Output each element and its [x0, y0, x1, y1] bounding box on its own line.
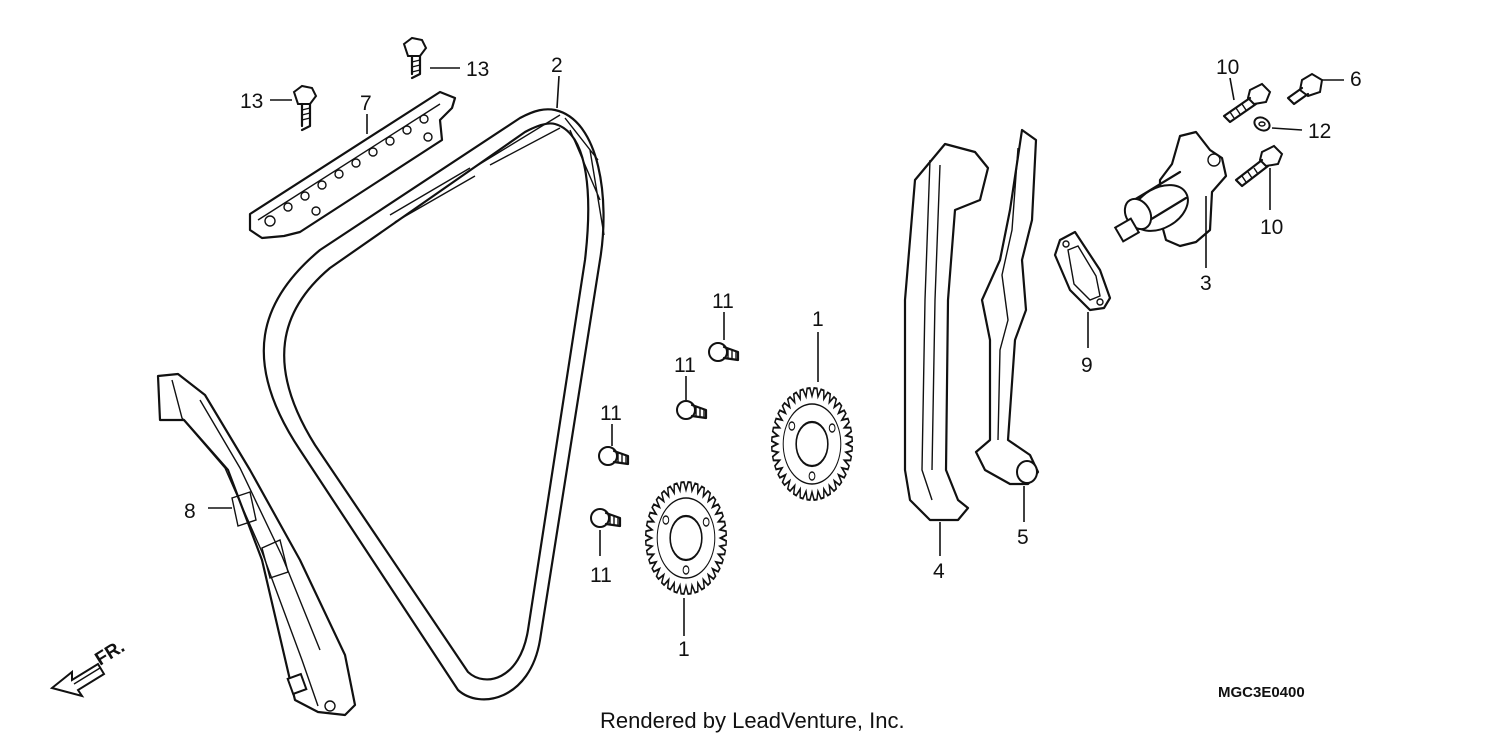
part-13-bolt-a[interactable]: [402, 36, 428, 80]
part-7-tensioner-gasket[interactable]: [1053, 230, 1112, 312]
part-11-sprocket-bolt-c[interactable]: [598, 446, 630, 466]
callout-11-c: 11: [600, 402, 622, 425]
front-arrow-icon: [49, 662, 106, 698]
callout-7: 9: [1081, 354, 1093, 377]
callout-11-d: 11: [590, 564, 612, 587]
callout-13-b: 13: [240, 90, 263, 113]
front-direction-indicator: FR.: [49, 636, 129, 698]
part-10-tensioner-bolt-upper[interactable]: [1222, 82, 1272, 124]
callout-3: 3: [1200, 272, 1212, 295]
part-1-cam-sprocket-upper[interactable]: [770, 387, 854, 501]
part-4-chain-guide[interactable]: [903, 142, 990, 522]
callout-6: 7: [360, 92, 372, 115]
part-9-sealing-bolt[interactable]: [1286, 72, 1324, 106]
callout-1-upper: 1: [812, 308, 824, 331]
callout-10-lower: 10: [1260, 216, 1283, 239]
part-12-washer[interactable]: [1252, 115, 1272, 133]
callout-13-a: 13: [466, 58, 489, 81]
drawing-code: MGC3E0400: [1218, 684, 1305, 701]
callout-8: 8: [184, 500, 196, 523]
part-3-cam-chain-tensioner[interactable]: [1113, 130, 1228, 248]
callout-2: 2: [551, 54, 563, 77]
callout-labels: 13 13 7 2 8 11 11 11 11 1 1 4 5 9 3 10 6…: [184, 54, 1362, 661]
part-8-tensioner-arm-guide[interactable]: [156, 372, 357, 717]
leader-lines: [208, 67, 1344, 636]
part-11-sprocket-bolt-b[interactable]: [676, 400, 708, 420]
part-6-upper-guide[interactable]: [248, 90, 457, 240]
part-10-tensioner-bolt-lower[interactable]: [1234, 144, 1284, 188]
callout-11-a: 11: [712, 290, 734, 313]
part-5-tensioner-arm[interactable]: [974, 128, 1040, 486]
render-credit: Rendered by LeadVenture, Inc.: [600, 708, 905, 733]
part-11-sprocket-bolt-a[interactable]: [708, 342, 740, 362]
callout-5: 5: [1017, 526, 1029, 549]
callout-9: 6: [1350, 68, 1362, 91]
callout-1-lower: 1: [678, 638, 690, 661]
part-13-bolt-b[interactable]: [292, 84, 318, 132]
callout-4: 4: [933, 560, 945, 583]
callout-10-upper: 10: [1216, 56, 1239, 79]
part-2-cam-chain[interactable]: [262, 108, 605, 701]
part-1-cam-sprocket-lower[interactable]: [644, 481, 728, 595]
callout-12: 12: [1308, 120, 1331, 143]
callout-11-b: 11: [674, 354, 696, 377]
part-11-sprocket-bolt-d[interactable]: [590, 508, 622, 528]
